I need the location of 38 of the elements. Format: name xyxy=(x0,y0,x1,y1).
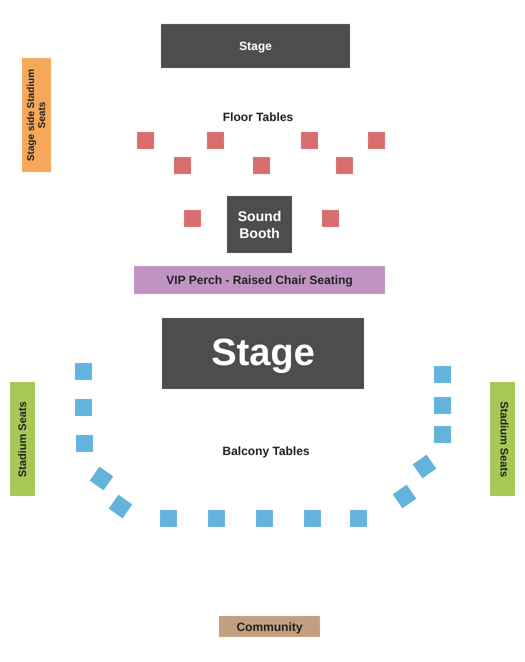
sound-booth-block xyxy=(227,196,292,253)
table-square xyxy=(207,132,224,149)
table-square xyxy=(368,132,385,149)
table-square xyxy=(256,510,273,527)
table-square xyxy=(336,157,353,174)
section-label: Stage xyxy=(238,38,273,55)
table-square xyxy=(75,363,92,380)
seating-section xyxy=(134,266,385,294)
seating-section xyxy=(10,382,35,496)
table-square xyxy=(160,510,177,527)
area-label: Balcony Tables xyxy=(222,443,310,460)
section-label: Sound Booth xyxy=(236,208,282,242)
table-square xyxy=(174,157,191,174)
section-label: Community xyxy=(236,618,304,636)
table-square xyxy=(137,132,154,149)
table-square xyxy=(350,510,367,527)
table-square xyxy=(208,510,225,527)
section-label: VIP Perch - Raised Chair Seating xyxy=(165,272,354,289)
area-label: Floor Tables xyxy=(222,109,294,126)
table-square xyxy=(434,426,451,443)
table-square xyxy=(253,157,270,174)
table-square xyxy=(301,132,318,149)
section-label: Stadium Seats xyxy=(496,400,510,479)
table-square xyxy=(304,510,321,527)
seating-section xyxy=(490,382,515,496)
section-label: Stage xyxy=(210,331,316,376)
table-square xyxy=(322,210,339,227)
seating-section xyxy=(219,616,320,637)
stage-block xyxy=(161,24,350,68)
stage-block xyxy=(162,318,364,389)
table-square xyxy=(434,366,451,383)
table-square xyxy=(76,435,93,452)
table-square xyxy=(75,399,92,416)
seating-section xyxy=(22,58,51,172)
table-square xyxy=(184,210,201,227)
section-label: Stadium Seats xyxy=(15,400,30,479)
table-square xyxy=(434,397,451,414)
section-label: Stage side Stadium Seats xyxy=(26,68,48,164)
